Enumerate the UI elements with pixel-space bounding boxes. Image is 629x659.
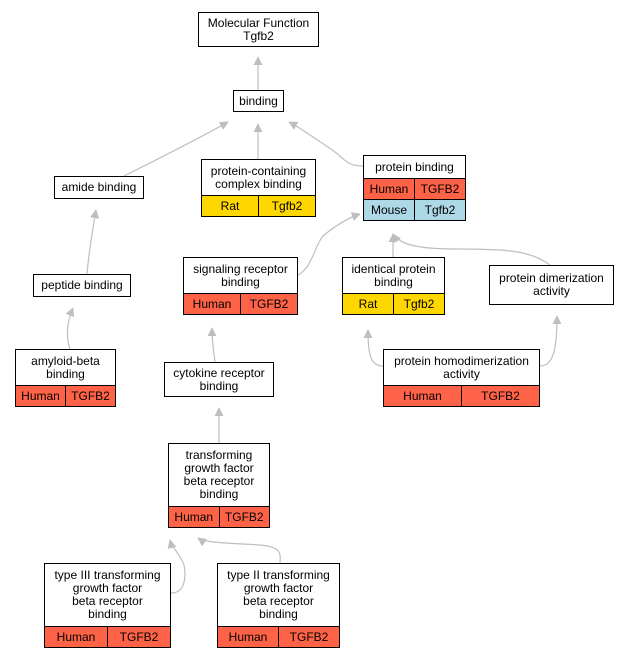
gene-cell: TGFB2 bbox=[218, 507, 270, 527]
species-cell: Human bbox=[56, 630, 96, 644]
gene-cell: TGFB2 bbox=[414, 179, 465, 199]
gene-cell: TGFB2 bbox=[107, 627, 170, 647]
species-cell: Human bbox=[21, 389, 60, 403]
go-term-label: signaling receptor binding bbox=[193, 261, 288, 289]
annotation-row: Human TGFB2 bbox=[364, 178, 465, 199]
edge-srb-to-pb bbox=[297, 212, 361, 276]
edge-t2-to-tgfbrb bbox=[197, 537, 281, 564]
gene-cell: TGFB2 bbox=[278, 627, 339, 647]
go-term-label: peptide binding bbox=[41, 278, 123, 292]
go-term-label: protein binding bbox=[375, 159, 454, 174]
go-term-label: identical protein binding bbox=[351, 261, 436, 289]
species-cell: Human bbox=[192, 297, 232, 311]
gene-cell: Tgfb2 bbox=[414, 200, 465, 220]
edge-phda-to-ipb bbox=[363, 329, 384, 367]
annotation-row: Rat Tgfb2 bbox=[343, 293, 444, 314]
go-term-node-t2[interactable]: type II transforming growth factor beta … bbox=[217, 563, 340, 648]
go-term-label: binding bbox=[239, 93, 278, 108]
species-cell: Human bbox=[369, 182, 409, 196]
go-term-label: amyloid-beta binding bbox=[31, 353, 100, 381]
go-term-label: amide binding bbox=[61, 180, 137, 194]
gene-cell: Tgfb2 bbox=[393, 294, 444, 314]
go-term-node-pda[interactable]: protein dimerization activity bbox=[489, 265, 614, 305]
species-cell: Rat bbox=[358, 297, 378, 311]
go-term-node-crb[interactable]: cytokine receptor binding bbox=[164, 362, 274, 397]
edge-amide-to-binding bbox=[123, 121, 229, 177]
go-term-node-binding[interactable]: binding bbox=[233, 90, 284, 112]
edge-abb-to-peptide bbox=[65, 307, 75, 350]
gene-cell: TGFB2 bbox=[65, 386, 115, 406]
species-cell: Human bbox=[228, 630, 268, 644]
go-term-node-amide[interactable]: amide binding bbox=[54, 176, 144, 199]
go-term-label: cytokine receptor binding bbox=[173, 365, 265, 393]
gene-cell: TGFB2 bbox=[461, 386, 539, 406]
species-cell: Human bbox=[403, 389, 442, 403]
annotation-row: Human TGFB2 bbox=[384, 385, 539, 406]
edge-pb-to-binding bbox=[288, 121, 364, 167]
go-term-node-tgfbrb[interactable]: transforming growth factor beta receptor… bbox=[168, 443, 270, 528]
go-term-label: type II transforming growth factor beta … bbox=[227, 568, 330, 621]
species-cell: Rat bbox=[220, 199, 240, 213]
go-term-label: protein homodimerization activity bbox=[394, 353, 529, 381]
go-term-label: transforming growth factor beta receptor… bbox=[183, 448, 255, 501]
go-term-label: protein-containing complex binding bbox=[210, 163, 307, 191]
go-term-label: Molecular Function Tgfb2 bbox=[207, 15, 310, 43]
annotation-row: Human TGFB2 bbox=[45, 626, 170, 647]
gene-cell: Tgfb2 bbox=[258, 196, 315, 216]
edge-peptide-to-amide bbox=[86, 209, 100, 275]
annotation-row: Human TGFB2 bbox=[16, 385, 115, 406]
go-term-node-t3[interactable]: type III transforming growth factor beta… bbox=[44, 563, 171, 648]
annotation-row: Mouse Tgfb2 bbox=[364, 199, 465, 220]
edge-crb-to-srb bbox=[207, 327, 217, 363]
edge-pda-to-pb bbox=[392, 233, 551, 266]
species-cell: Human bbox=[174, 510, 214, 524]
gene-cell: TGFB2 bbox=[240, 294, 297, 314]
annotation-row: Human TGFB2 bbox=[169, 506, 269, 527]
annotation-row: Rat Tgfb2 bbox=[202, 195, 315, 216]
go-term-node-mf[interactable]: Molecular Function Tgfb2 bbox=[198, 12, 319, 47]
go-term-label: protein dimerization activity bbox=[499, 271, 604, 298]
annotation-row: Human TGFB2 bbox=[184, 293, 297, 314]
go-term-label: type III transforming growth factor beta… bbox=[54, 568, 161, 621]
annotation-row: Human TGFB2 bbox=[218, 626, 339, 647]
edge-t3-to-tgfbrb bbox=[167, 539, 186, 594]
species-cell: Mouse bbox=[370, 203, 408, 217]
edge-phda-to-pda bbox=[539, 315, 562, 367]
go-term-node-peptide[interactable]: peptide binding bbox=[33, 274, 131, 297]
